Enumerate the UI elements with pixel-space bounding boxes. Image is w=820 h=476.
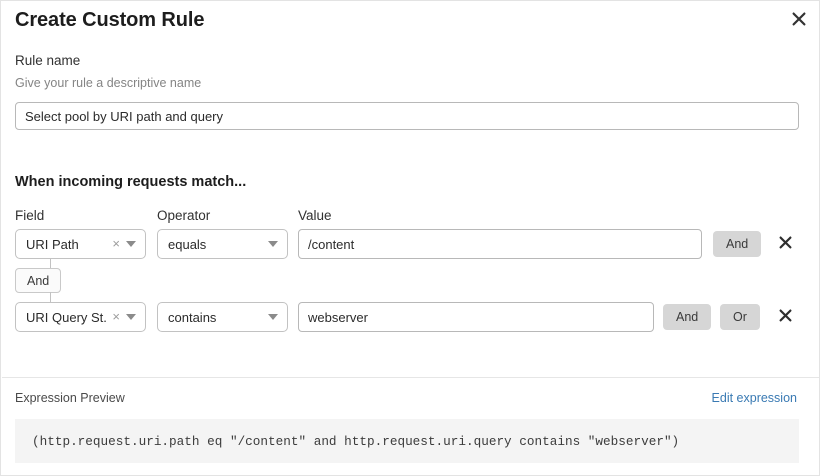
rule-name-label: Rule name (15, 53, 81, 68)
value-input-0[interactable] (298, 229, 702, 259)
operator-select-0[interactable]: equals (157, 229, 288, 259)
chevron-down-icon (126, 314, 136, 320)
add-and-condition-button-0[interactable]: And (713, 231, 762, 257)
add-and-condition-button-1[interactable]: And (663, 304, 712, 330)
operator-select-1[interactable]: contains (157, 302, 288, 332)
field-select-1[interactable]: URI Query St... × (15, 302, 146, 332)
field-select-value-0: URI Path (26, 236, 79, 252)
preview-divider (2, 377, 819, 378)
column-header-field: Field (15, 208, 45, 223)
add-or-condition-button-1[interactable]: Or (720, 304, 760, 330)
chevron-down-icon (126, 241, 136, 247)
remove-condition-button-0[interactable] (774, 233, 796, 255)
clear-icon[interactable]: × (112, 309, 120, 324)
field-select-value-1: URI Query St... (26, 309, 109, 325)
connector-line-top (50, 259, 51, 269)
close-icon (779, 236, 792, 252)
close-icon (779, 309, 792, 325)
connector-line-bottom (50, 292, 51, 302)
expression-preview-label: Expression Preview (15, 391, 125, 405)
edit-expression-link[interactable]: Edit expression (711, 391, 797, 405)
operator-select-value-1: contains (168, 309, 217, 325)
column-header-value: Value (298, 208, 332, 223)
expression-preview-code: (http.request.uri.path eq "/content" and… (15, 419, 799, 463)
rule-name-hint: Give your rule a descriptive name (15, 76, 202, 90)
clear-icon[interactable]: × (112, 236, 120, 251)
condition-row: URI Query St... × contains And Or (1, 302, 819, 332)
field-select-0[interactable]: URI Path × (15, 229, 146, 259)
remove-condition-button-1[interactable] (774, 306, 796, 328)
value-input-1[interactable] (298, 302, 654, 332)
rule-name-input[interactable] (15, 102, 799, 130)
connector-and-badge[interactable]: And (15, 268, 62, 293)
close-icon (792, 12, 806, 26)
column-header-operator: Operator (157, 208, 211, 223)
close-modal-button[interactable] (786, 6, 812, 32)
operator-select-value-0: equals (168, 236, 207, 252)
condition-row: URI Path × equals And (1, 229, 819, 259)
page-title: Create Custom Rule (15, 9, 205, 31)
chevron-down-icon (268, 241, 278, 247)
chevron-down-icon (268, 314, 278, 320)
match-section-heading: When incoming requests match... (15, 174, 247, 190)
